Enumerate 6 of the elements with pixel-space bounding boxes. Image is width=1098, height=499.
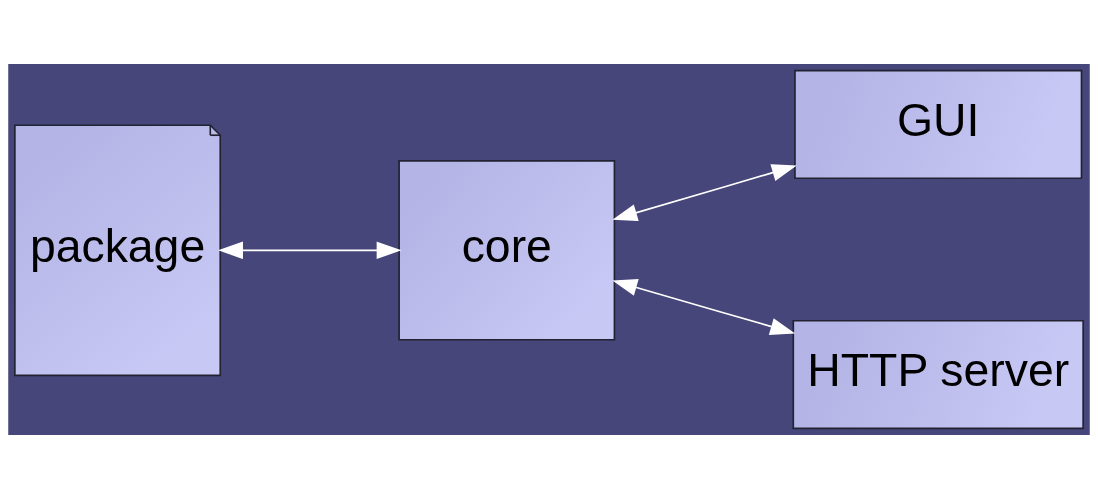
node-box: GUI — [794, 69, 1083, 180]
arrow — [612, 164, 797, 222]
arrow — [218, 241, 402, 260]
node-box: core — [398, 160, 616, 341]
node-box: HTTP server — [792, 319, 1084, 430]
arrow — [612, 279, 796, 335]
